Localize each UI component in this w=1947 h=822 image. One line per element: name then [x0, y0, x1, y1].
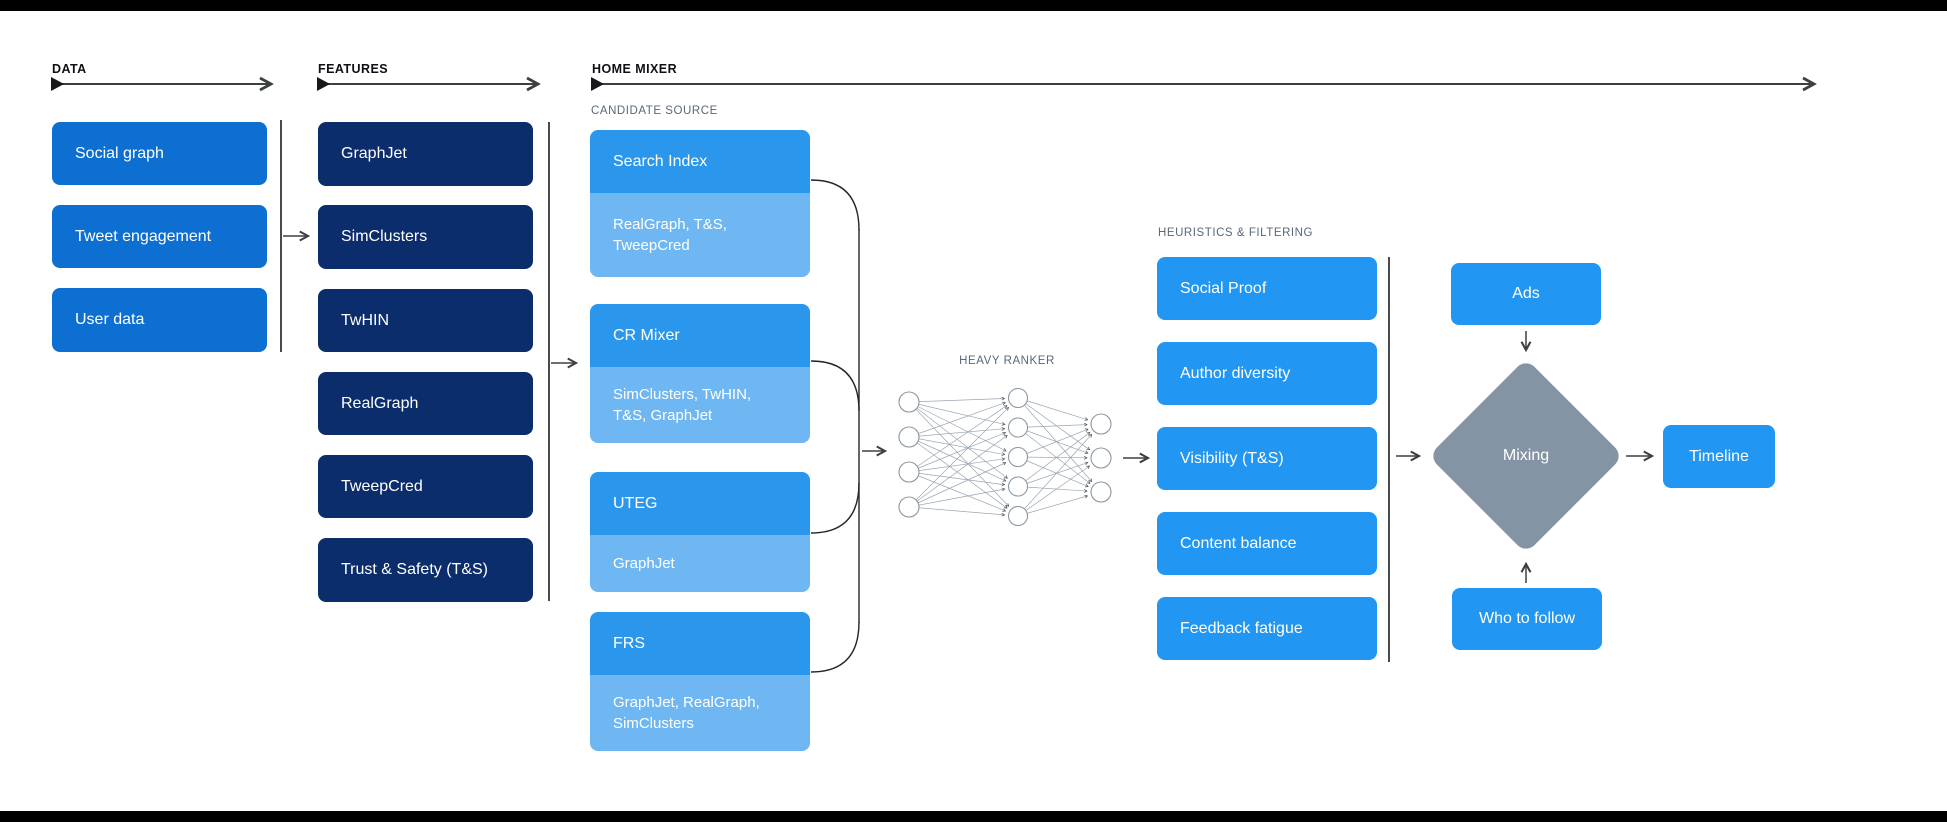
network-node	[898, 496, 920, 518]
connector-frs	[810, 621, 860, 673]
top-frame-bar	[0, 0, 1947, 11]
connector-uteg	[810, 482, 860, 534]
heuristic-box-author-diversity: Author diversity	[1157, 342, 1377, 405]
candidate-box-frs-title: FRS	[590, 612, 810, 675]
features-section-label: FEATURES	[318, 62, 389, 76]
data-box-social-graph: Social graph	[52, 122, 267, 185]
heuristics-filtering-label: HEURISTICS & FILTERING	[1158, 227, 1314, 239]
heavy-ranker-label: HEAVY RANKER	[959, 355, 1055, 367]
candidate-box-search-index-title: Search Index	[590, 130, 810, 193]
feature-box-trust-safety: Trust & Safety (T&S)	[318, 538, 533, 602]
network-node	[1007, 417, 1029, 438]
who-to-follow-box: Who to follow	[1452, 588, 1602, 650]
candidate-box-cr-mixer: CR Mixer SimClusters, TwHIN, T&S, GraphJ…	[590, 304, 810, 443]
network-node	[1090, 447, 1112, 469]
data-box-user-data: User data	[52, 288, 267, 352]
candidate-box-uteg-title: UTEG	[590, 472, 810, 535]
candidate-box-cr-mixer-title: CR Mixer	[590, 304, 810, 367]
candidate-box-frs-sources: GraphJet, RealGraph, SimClusters	[590, 675, 810, 751]
heuristic-box-social-proof: Social Proof	[1157, 257, 1377, 320]
network-node	[1090, 413, 1112, 435]
network-node	[1007, 387, 1029, 409]
ads-box: Ads	[1451, 263, 1601, 325]
candidate-box-cr-mixer-sources: SimClusters, TwHIN, T&S, GraphJet	[590, 367, 810, 443]
feature-box-twhin: TwHIN	[318, 289, 533, 352]
candidate-source-label: CANDIDATE SOURCE	[591, 105, 718, 117]
heavy-ranker-network	[898, 387, 1112, 527]
connector-cr-mixer	[810, 360, 860, 412]
heuristic-box-content-balance: Content balance	[1157, 512, 1377, 575]
home-mixer-section-label: HOME MIXER	[592, 62, 678, 76]
network-node	[1007, 446, 1029, 468]
bottom-frame-bar	[0, 811, 1947, 822]
timeline-box: Timeline	[1663, 425, 1775, 488]
network-node	[898, 461, 920, 483]
feature-box-simclusters: SimClusters	[318, 205, 533, 269]
candidate-box-search-index: Search Index RealGraph, T&S, TweepCred	[590, 130, 810, 277]
feature-box-graphjet: GraphJet	[318, 122, 533, 186]
heuristic-box-visibility: Visibility (T&S)	[1157, 427, 1377, 490]
mixing-diamond-label: Mixing	[1502, 447, 1550, 464]
feature-box-tweepcred: TweepCred	[318, 455, 533, 518]
candidate-box-frs: FRS GraphJet, RealGraph, SimClusters	[590, 612, 810, 751]
network-node	[898, 391, 920, 413]
data-section-label: DATA	[52, 62, 87, 76]
heuristic-box-feedback-fatigue: Feedback fatigue	[1157, 597, 1377, 660]
network-node	[1007, 505, 1029, 527]
candidate-box-uteg-sources: GraphJet	[590, 535, 810, 592]
connector-search-index	[810, 179, 860, 231]
data-box-tweet-engagement: Tweet engagement	[52, 205, 267, 268]
network-node	[1007, 476, 1029, 497]
network-node	[898, 426, 920, 448]
network-node	[1090, 481, 1112, 503]
candidate-box-search-index-sources: RealGraph, T&S, TweepCred	[590, 193, 810, 277]
feature-box-realgraph: RealGraph	[318, 372, 533, 435]
candidate-box-uteg: UTEG GraphJet	[590, 472, 810, 592]
